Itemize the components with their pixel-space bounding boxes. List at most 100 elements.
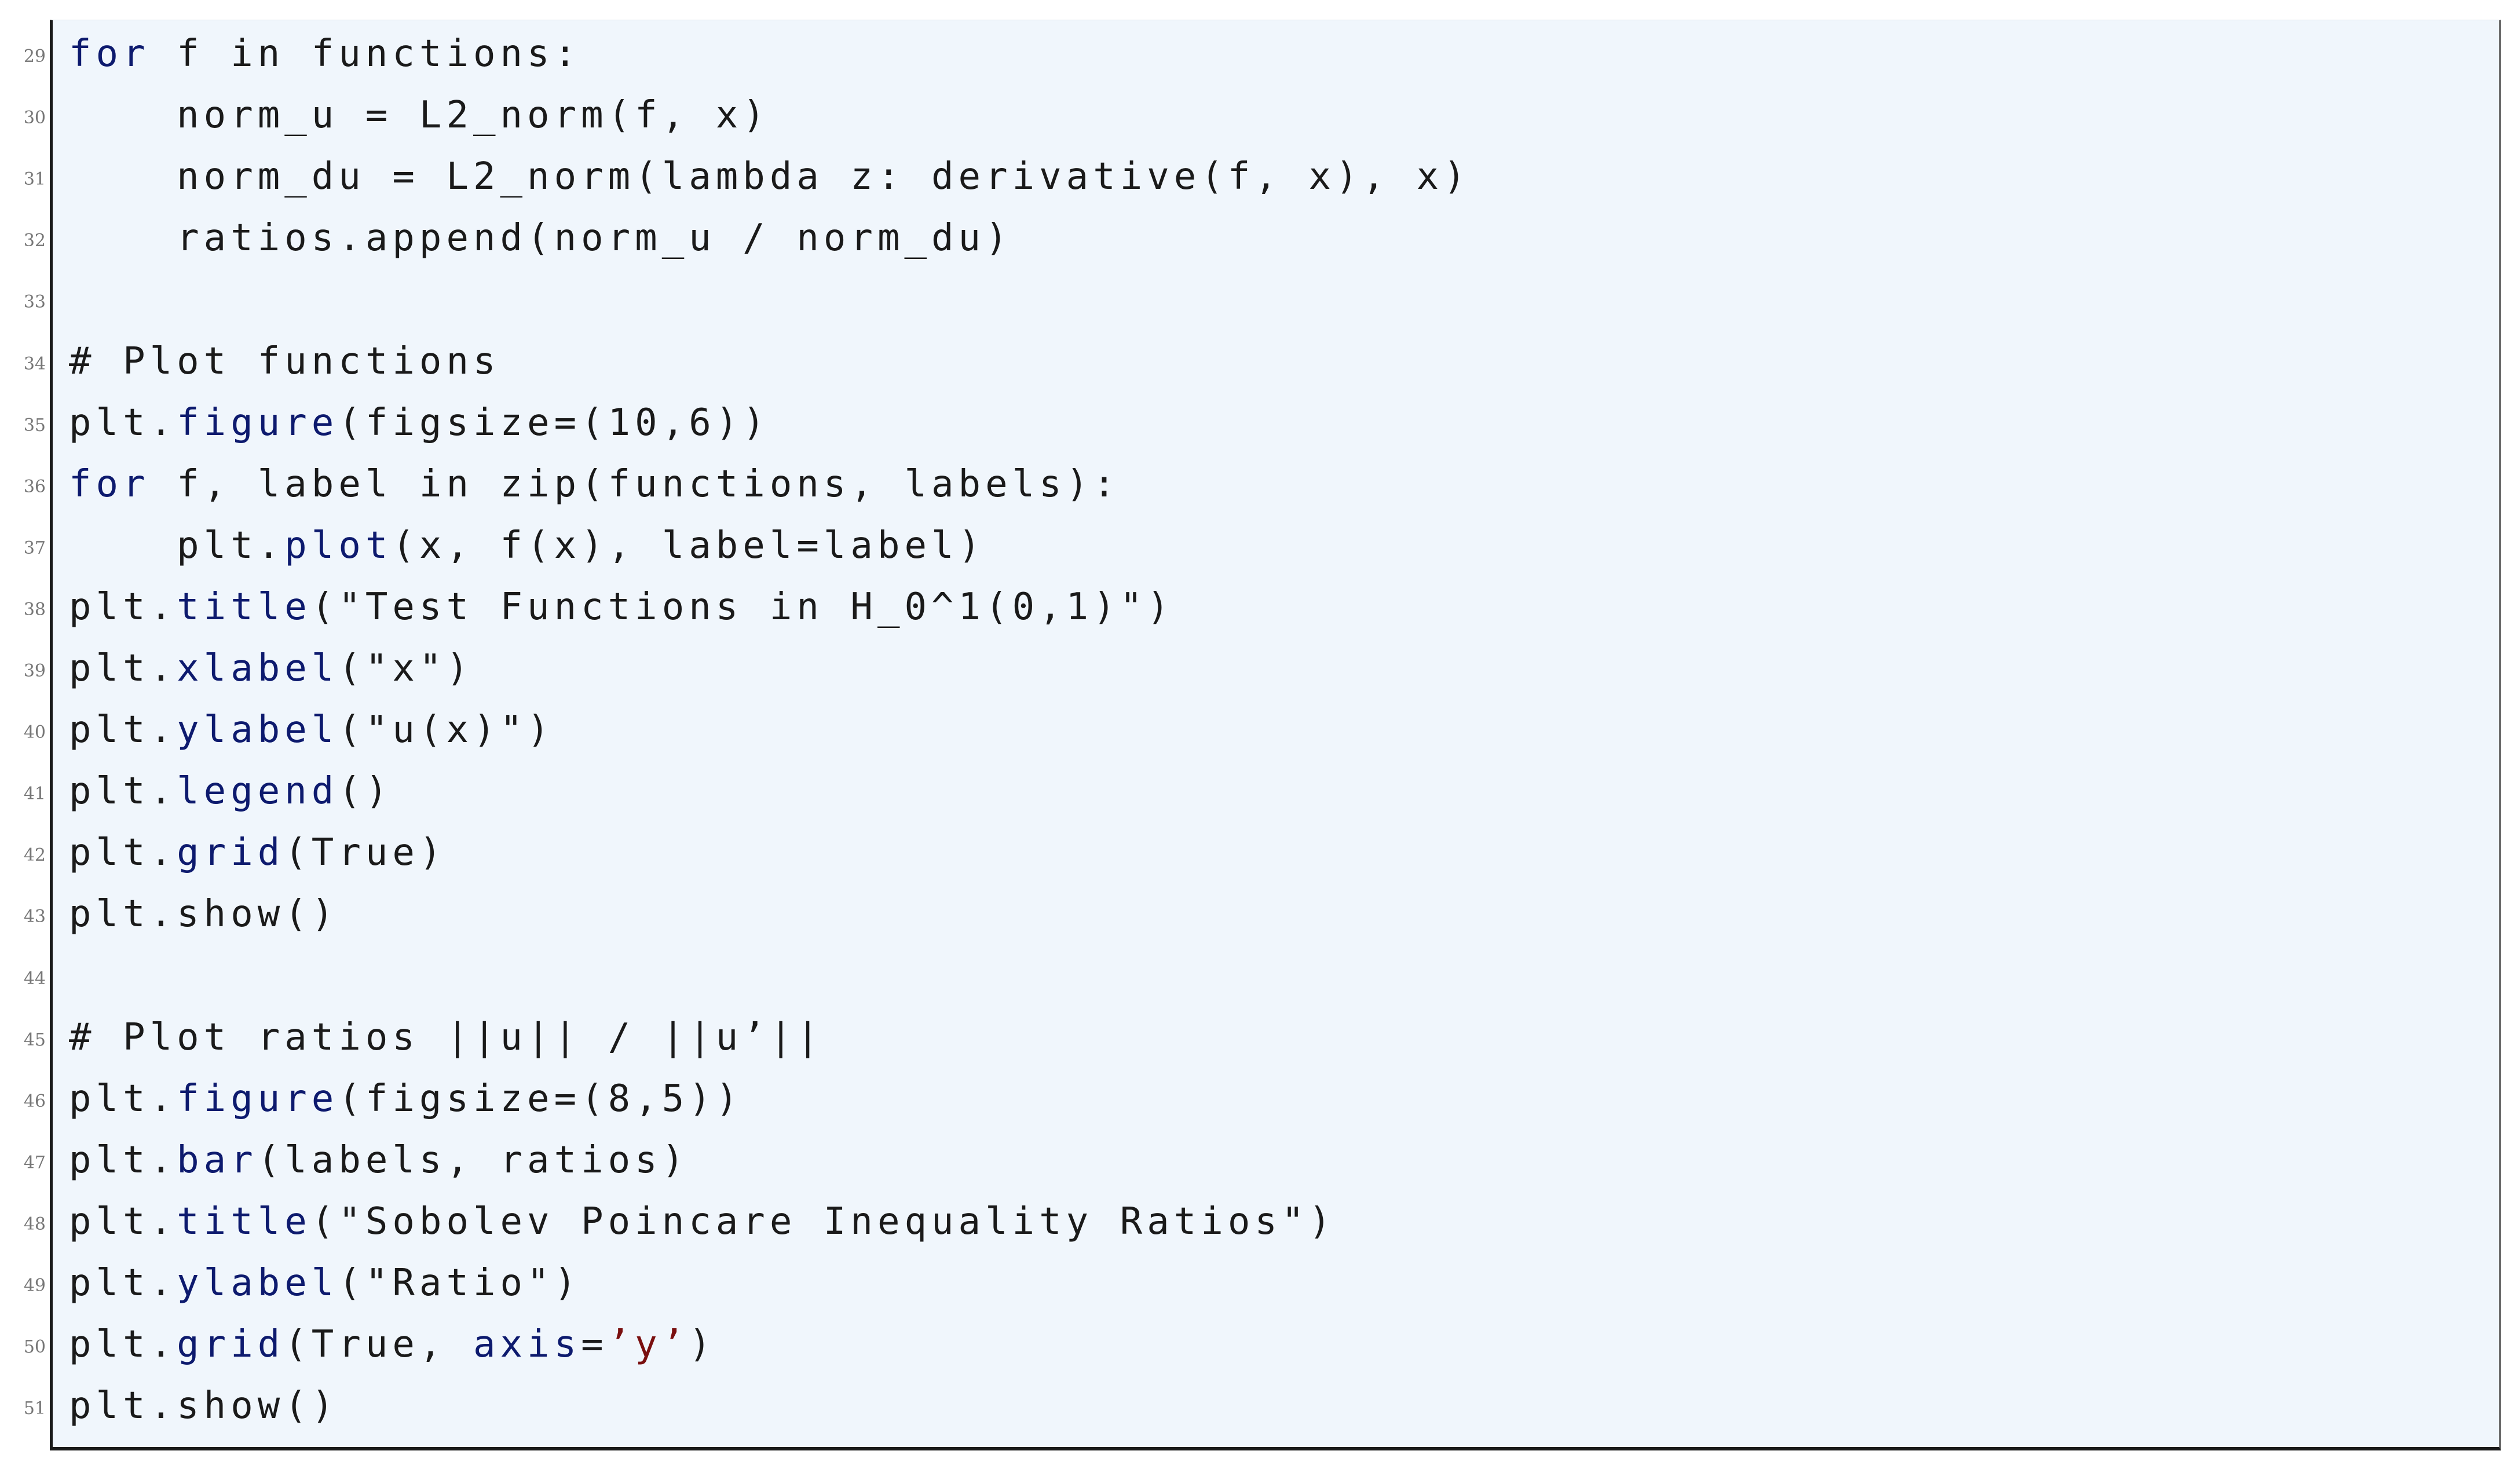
code-token: plt. [69,1323,177,1366]
code-line: 36 for f, label in zip(functions, labels)… [24,451,2499,512]
code-line: 51 plt.show() [24,1372,2499,1434]
line-number: 38 [23,599,46,620]
code-token: ylabel [177,708,339,752]
code-line: 34 # Plot functions [24,328,2499,389]
code-token: functions: [284,32,581,75]
code-token: plt. [69,401,177,444]
code-token: plt.show() [69,893,339,936]
code-token: (True) [284,831,447,875]
code-text: plt.ylabel("u(x)") [69,707,554,753]
code-token: title [177,585,312,628]
code-text: plt.plot(x, f(x), label=label) [69,522,985,569]
code-token: title [177,1200,312,1243]
code-listing: 29 for f in functions: 30 norm_u = L2_norm… [24,20,2501,1450]
code-line: 33 [24,266,2499,327]
line-number: 37 [23,538,46,558]
code-text: # Plot functions [69,338,500,385]
code-token: (labels, ratios) [257,1138,689,1182]
code-line: 43 plt.show() [24,880,2499,942]
line-number: 39 [23,661,46,681]
code-line: 46 plt.figure(figsize=(8,5)) [24,1065,2499,1127]
code-text: plt.legend() [69,768,392,814]
code-text: ratios.append(norm_u / norm_du) [69,215,1012,261]
line-number: 44 [23,968,46,989]
code-token: plt. [69,1077,177,1120]
line-number: 43 [23,907,46,927]
line-number: 47 [23,1152,46,1173]
code-text: norm_du = L2_norm(lambda z: derivative(f… [69,154,1471,200]
code-line: 40 plt.ylabel("u(x)") [24,696,2499,758]
code-token: ("Test Functions in H_0^1(0,1)") [311,585,1174,628]
code-token: plot [284,524,393,567]
code-token: for [69,462,150,506]
code-text: plt.figure(figsize=(10,6)) [69,400,770,446]
code-token: f, label in zip(functions, labels): [149,462,1120,506]
line-number: 51 [23,1398,46,1419]
code-line: 37 plt.plot(x, f(x), label=label) [24,512,2499,573]
code-token: (True, [284,1323,473,1366]
code-token: plt. [69,831,177,875]
code-token: norm_u = L2_norm(f, x) [69,94,770,137]
code-text: plt.bar(labels, ratios) [69,1137,689,1183]
code-token: ’y’ [608,1323,689,1366]
code-text: plt.xlabel("x") [69,645,473,692]
code-token: plt. [69,585,177,628]
line-number: 36 [23,476,46,497]
code-line: 47 plt.bar(labels, ratios) [24,1127,2499,1188]
line-number: 34 [23,353,46,374]
code-text: plt.title("Sobolev Poincare Inequality R… [69,1198,1336,1245]
code-text: plt.grid(True, axis=’y’) [69,1321,716,1368]
code-token: figure [177,401,339,444]
code-token: (figsize=(10,6)) [338,401,770,444]
code-line: 32 ratios.append(norm_u / norm_du) [24,204,2499,266]
code-line: 39 plt.xlabel("x") [24,635,2499,696]
code-token: grid [177,831,285,875]
code-token: xlabel [177,647,339,690]
code-token: plt. [69,647,177,690]
line-number: 48 [23,1214,46,1234]
line-number: 41 [23,784,46,805]
code-token: in [231,32,285,75]
code-line: 35 plt.figure(figsize=(10,6)) [24,389,2499,451]
code-text: plt.figure(figsize=(8,5)) [69,1076,743,1122]
code-text: plt.title("Test Functions in H_0^1(0,1)"… [69,584,1174,630]
code-token: ("Sobolev Poincare Inequality Ratios") [311,1200,1336,1243]
line-number: 35 [23,415,46,436]
line-number: 46 [23,1091,46,1112]
code-line: 45# Plot ratios ||u|| / ||u’|| [24,1004,2499,1065]
code-line: 30 norm_u = L2_norm(f, x) [24,82,2499,143]
code-token: plt. [69,1138,177,1182]
code-token: plt. [69,524,285,567]
code-token: (figsize=(8,5)) [338,1077,743,1120]
code-token: norm_du = L2_norm(lambda z: derivative(f… [69,155,1471,199]
code-token: ("u(x)") [338,708,554,752]
code-token: ("Ratio") [338,1262,581,1304]
code-text: plt.ylabel("Ratio") [69,1260,581,1306]
line-number: 32 [23,231,46,251]
code-token: plt. [69,708,177,752]
code-token: # Plot functions [69,339,500,383]
code-token: plt. [69,1200,177,1243]
code-text: for f, label in zip(functions, labels): [69,461,1120,507]
code-token: = [581,1323,608,1366]
code-text: plt.show() [69,1383,338,1429]
line-number: 29 [23,46,46,67]
code-line: 31 norm_du = L2_norm(lambda z: derivativ… [24,143,2499,204]
code-token: legend [177,770,339,813]
code-token: f [149,32,231,75]
code-token: ) [689,1323,716,1366]
code-token: ("x") [338,647,473,690]
line-number: 31 [23,169,46,190]
line-number: 30 [23,108,46,129]
code-text: plt.show() [69,891,338,937]
code-token: () [338,770,393,813]
code-line: 38 plt.title("Test Functions in H_0^1(0,1… [24,573,2499,635]
code-text: norm_u = L2_norm(f, x) [69,92,770,138]
line-number: 40 [23,722,46,743]
code-token: figure [177,1077,339,1120]
code-token: bar [177,1138,258,1182]
code-token: # Plot ratios ||u|| / ||u’|| [69,1015,824,1059]
code-token: plt. [69,770,177,813]
